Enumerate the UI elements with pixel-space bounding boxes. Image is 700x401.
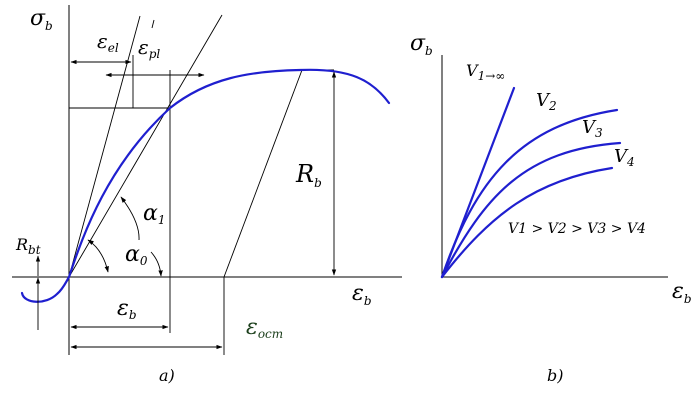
alpha1-label: α1 [143,201,166,227]
v3-label: V3 [582,117,603,140]
v4-label: V4 [614,146,635,169]
curve-v3 [440,141,622,279]
eps-el-label: εel [97,29,119,55]
stress-strain-curve [20,68,391,303]
curve-v4 [440,166,614,279]
b-axis-y-label: σb [410,31,433,58]
rbt-label: Rbt [15,235,41,257]
alpha0-small-arc [150,251,163,277]
a-axis-x-label: εb [352,281,372,308]
curve-v2 [440,108,619,279]
v2-label: V2 [536,90,557,113]
alpha1-arc [120,196,140,241]
eps-pl-label: εpl [138,35,160,61]
velocity-relation: V1 > V2 > V3 > V4 [508,221,646,237]
tick-mark [151,19,155,29]
rb-label: Rb [295,160,322,190]
unloading-line [223,69,303,278]
caption-a: a) [159,366,175,385]
a-axis-y-label: σb [30,6,53,33]
b-axis-x-label: εb [672,279,692,306]
alpha0-label: α0 [125,242,148,268]
v1-label: V1→∞ [466,61,505,83]
tangent-line [68,15,141,278]
diagram-b: σb εb V1→∞ V2 V3 V4 V1 > V2 > V3 > V4 b) [410,31,692,385]
alpha0-arc [87,239,109,273]
caption-b: b) [547,366,563,385]
secant-line [68,14,223,278]
diagram-a: σb εb εel εpl Rb Rbt α1 α0 εb εocm a) [12,5,402,385]
eps-b-label: εb [117,296,137,322]
eps-ost-label: εocm [246,315,283,341]
